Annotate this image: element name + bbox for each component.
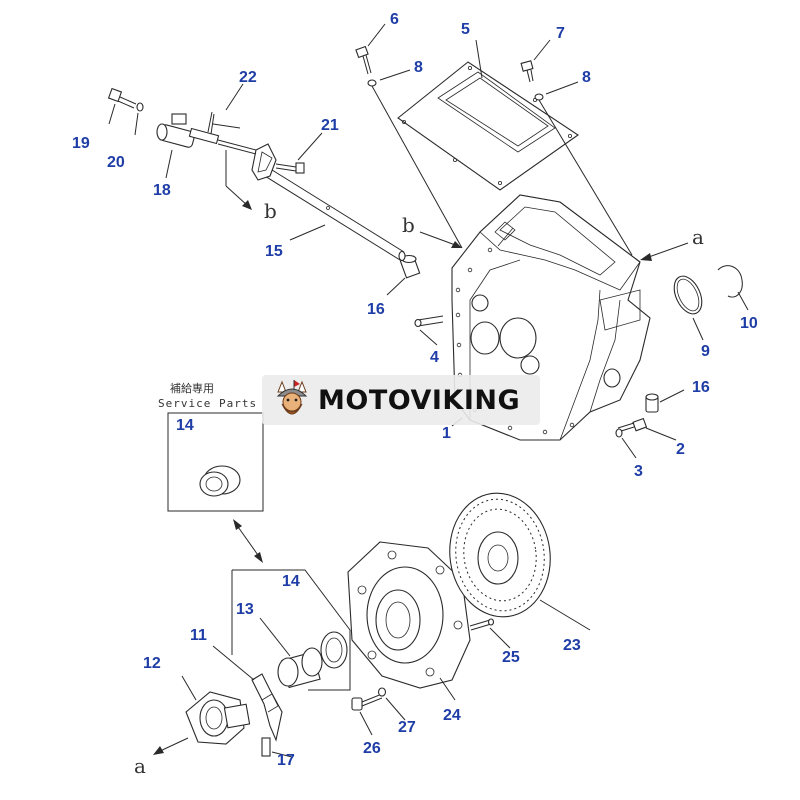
snap-ring-9 [673, 275, 703, 315]
brand-name: MOTOVIKING [318, 384, 521, 416]
dowel-pin-4 [414, 315, 444, 328]
part-label-24: 24 [443, 707, 461, 724]
part-label-19: 19 [72, 135, 90, 152]
washer-27 [377, 687, 387, 697]
release-cylinder-18 [156, 113, 257, 155]
part-label-13: 13 [236, 601, 254, 618]
part-label-14-service: 14 [176, 417, 194, 434]
service-parts-japanese: 補給専用 [170, 381, 214, 395]
part-label-12: 12 [143, 655, 161, 672]
part-label-6: 6 [390, 11, 399, 28]
part-label-16-lower: 16 [692, 379, 710, 396]
part-label-15: 15 [265, 243, 283, 260]
pin-17 [261, 737, 271, 757]
shaft-15 [251, 159, 406, 262]
circlip-10 [717, 265, 743, 298]
bushing-16-lower [645, 393, 659, 413]
yoke-lever [251, 143, 277, 181]
part-label-22: 22 [239, 69, 257, 86]
bolt-19 [107, 87, 137, 109]
bearing-14 [320, 631, 348, 669]
part-label-21: 21 [321, 117, 339, 134]
bolt-21 [275, 162, 305, 174]
bearing-housing-12 [185, 691, 251, 745]
part-label-1: 1 [442, 425, 451, 442]
service-parts-english: Service Parts [158, 397, 257, 410]
part-label-9: 9 [701, 343, 710, 360]
ref-letter-a-housing: a [692, 225, 704, 249]
part-label-3: 3 [634, 463, 643, 480]
part-label-20: 20 [107, 154, 125, 171]
arrow-b-upper [451, 241, 462, 248]
part-label-11: 11 [190, 627, 207, 644]
part-label-16-upper: 16 [367, 301, 385, 318]
pin-25 [469, 618, 495, 631]
bearing-14-service [199, 465, 241, 497]
bolt-7 [520, 60, 534, 83]
washer-20 [136, 102, 144, 112]
arrow-b-lower [242, 200, 252, 210]
double-arrow-top [233, 519, 242, 530]
arrow-a-upper [640, 253, 652, 261]
service-parts-box [167, 412, 264, 512]
cover-plate [397, 61, 579, 191]
arrow-a-lower [153, 746, 164, 755]
motoviking-watermark: MOTOVIKING [262, 375, 540, 425]
part-label-2: 2 [676, 441, 685, 458]
washer-8-right [534, 93, 544, 101]
bolt-2 [617, 417, 648, 433]
part-label-26: 26 [363, 740, 381, 757]
bushing-16-upper [399, 254, 421, 279]
viking-mascot-icon [276, 380, 308, 415]
ref-letter-b-left: b [264, 199, 277, 223]
ref-letter-b-housing: b [402, 213, 415, 237]
bolt-6 [355, 45, 372, 75]
part-label-18: 18 [153, 182, 171, 199]
part-label-10: 10 [740, 315, 758, 332]
part-label-4: 4 [430, 349, 439, 366]
part-label-17: 17 [277, 752, 295, 769]
part-label-8-right: 8 [582, 69, 591, 86]
clutch-disc-23 [449, 492, 551, 618]
part-label-7: 7 [556, 25, 565, 42]
part-label-8-left: 8 [414, 59, 423, 76]
double-arrow-bottom [254, 552, 263, 563]
part-label-23: 23 [563, 637, 581, 654]
clevis-pin-22 [207, 111, 215, 135]
part-label-25: 25 [502, 649, 520, 666]
sleeve-13 [277, 647, 323, 689]
release-fork-11 [251, 673, 283, 742]
bearing-group-box [232, 569, 351, 691]
part-label-14-group: 14 [282, 573, 300, 590]
ref-letter-a-lower: a [134, 754, 146, 778]
part-label-5: 5 [461, 21, 470, 38]
pressure-plate-24 [347, 541, 471, 689]
washer-8-left [367, 79, 377, 87]
bolt-26 [351, 693, 383, 711]
washer-3 [615, 428, 623, 438]
part-label-27: 27 [398, 719, 416, 736]
